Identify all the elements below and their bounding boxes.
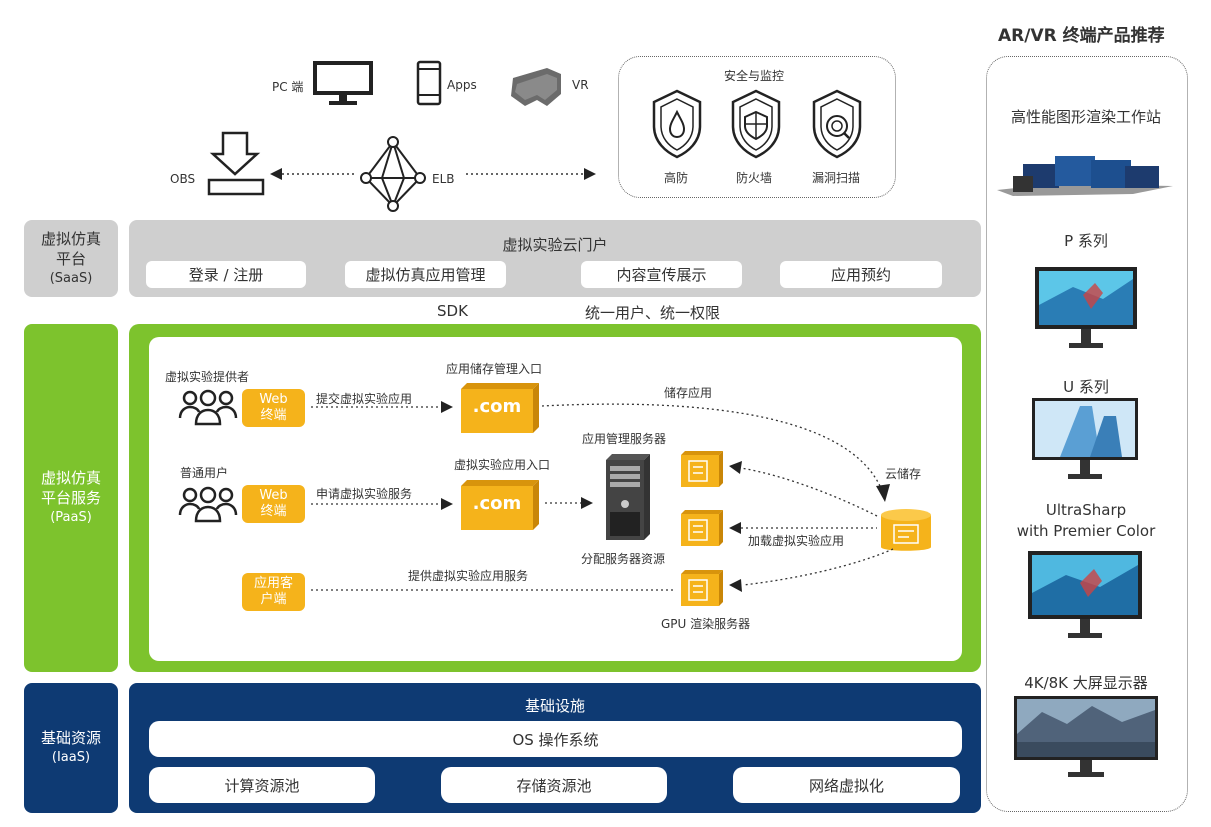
cloud-to-server1-arrow bbox=[729, 461, 878, 517]
product-p-series-label: P 系列 bbox=[1064, 232, 1108, 250]
vr-headset-icon bbox=[511, 68, 561, 106]
security-item-scan: 漏洞扫描 bbox=[812, 171, 861, 185]
paas-side-line2: 平台服务 bbox=[40, 489, 101, 507]
cloud-to-server2-arrow bbox=[729, 522, 877, 534]
product-ultrasharp-label: UltraSharp with Premier Color bbox=[1016, 501, 1156, 540]
store-app-label: 储存应用 bbox=[664, 386, 713, 400]
phone-icon bbox=[416, 60, 442, 106]
monitor-icon bbox=[313, 61, 373, 105]
p-series-monitor-image bbox=[1035, 267, 1137, 348]
security-item-ddos: 高防 bbox=[664, 171, 689, 185]
sdk-label: SDK bbox=[437, 302, 468, 320]
app-entry-arrow bbox=[545, 497, 593, 509]
app-management-button[interactable]: 虚拟仿真应用管理 bbox=[345, 261, 506, 288]
app-client-button[interactable]: 应用客 户端 bbox=[242, 573, 305, 611]
saas-side-line1: 虚拟仿真 bbox=[40, 229, 101, 248]
download-icon bbox=[207, 131, 265, 196]
saas-side-line3: (SaaS) bbox=[49, 270, 93, 286]
provide-service-label: 提供虚拟实验应用服务 bbox=[408, 569, 529, 583]
app-entry-label: 虚拟实验应用入口 bbox=[454, 458, 551, 472]
gpu-server-label: GPU 渲染服务器 bbox=[661, 617, 751, 631]
load-balancer-icon bbox=[360, 136, 426, 212]
obs-arrow bbox=[270, 168, 356, 180]
ultrasharp-monitor-image bbox=[1028, 551, 1142, 638]
product-u-series-label: U 系列 bbox=[1063, 378, 1109, 396]
app-server-label: 应用管理服务器 bbox=[582, 432, 667, 446]
large-display-image bbox=[1014, 696, 1158, 777]
ddos-shield-icon bbox=[652, 89, 702, 159]
web-terminal-2[interactable]: Web 终端 bbox=[242, 485, 305, 523]
security-title: 安全与监控 bbox=[724, 69, 785, 83]
workstation-image bbox=[997, 156, 1173, 196]
load-app-label: 加载虚拟实验应用 bbox=[748, 534, 845, 548]
unified-auth-label: 统一用户、统一权限 bbox=[585, 304, 721, 322]
security-item-firewall: 防火墙 bbox=[736, 171, 773, 185]
store-arrow bbox=[541, 403, 890, 502]
security-panel bbox=[618, 56, 896, 198]
network-virtualization: 网络虚拟化 bbox=[733, 767, 960, 803]
paas-side-line1: 虚拟仿真 bbox=[40, 469, 101, 487]
apps-label: Apps bbox=[447, 78, 477, 92]
iaas-side-label: 基础资源 (IaaS) bbox=[24, 683, 118, 813]
server-tower-icon bbox=[606, 454, 650, 540]
web-terminal-1[interactable]: Web 终端 bbox=[242, 389, 305, 427]
login-register-button[interactable]: 登录 / 注册 bbox=[146, 261, 306, 288]
security-arrow bbox=[466, 168, 596, 180]
paas-side-label: 虚拟仿真 平台服务 (PaaS) bbox=[24, 324, 118, 672]
apply-service-label: 申请虚拟实验服务 bbox=[316, 487, 413, 501]
storage-entry-label: 应用储存管理入口 bbox=[446, 362, 543, 376]
normal-users-icon bbox=[178, 486, 238, 523]
saas-title: 虚拟实验云门户 bbox=[502, 236, 608, 254]
product-workstation-label: 高性能图形渲染工作站 bbox=[1010, 108, 1161, 126]
app-entry-box bbox=[461, 480, 539, 530]
provider-label: 虚拟实验提供者 bbox=[165, 370, 250, 384]
apply-arrow bbox=[311, 498, 453, 510]
submit-arrow bbox=[311, 401, 453, 413]
com-text-2: .com bbox=[472, 493, 522, 514]
iaas-side-line2: (IaaS) bbox=[51, 750, 91, 765]
com-text-1: .com bbox=[472, 396, 522, 417]
os-bar: OS 操作系统 bbox=[149, 721, 962, 757]
obs-label: OBS bbox=[170, 172, 196, 186]
provider-users-icon bbox=[178, 389, 238, 426]
app-booking-button[interactable]: 应用预约 bbox=[780, 261, 942, 288]
provide-line bbox=[311, 589, 673, 591]
u-series-monitor-image bbox=[1032, 398, 1138, 479]
vr-label: VR bbox=[572, 78, 589, 92]
iaas-side-line1: 基础资源 bbox=[40, 729, 101, 747]
gpu-server-icon bbox=[681, 570, 723, 606]
content-showcase-button[interactable]: 内容宣传展示 bbox=[581, 261, 742, 288]
elb-label: ELB bbox=[432, 172, 455, 186]
allocate-label: 分配服务器资源 bbox=[581, 552, 666, 566]
saas-side-line2: 平台 bbox=[55, 249, 86, 268]
saas-side-label: 虚拟仿真 平台 (SaaS) bbox=[24, 220, 118, 297]
cloud-storage-icon bbox=[881, 509, 931, 551]
server-module-icon-2 bbox=[681, 510, 723, 546]
cloud-to-gpu-arrow bbox=[729, 548, 894, 592]
product-4k8k-label: 4K/8K 大屏显示器 bbox=[1024, 674, 1148, 692]
storage-entry-box bbox=[461, 383, 539, 433]
firewall-shield-icon bbox=[731, 89, 781, 159]
scan-shield-icon bbox=[812, 89, 862, 159]
cloud-storage-label: 云储存 bbox=[885, 467, 922, 481]
arvr-panel bbox=[986, 56, 1188, 812]
paas-side-line3: (PaaS) bbox=[50, 510, 92, 525]
compute-pool: 计算资源池 bbox=[149, 767, 375, 803]
iaas-title: 基础设施 bbox=[524, 697, 585, 715]
submit-app-label: 提交虚拟实验应用 bbox=[316, 392, 413, 406]
server-module-icon-1 bbox=[681, 451, 723, 487]
storage-pool: 存储资源池 bbox=[441, 767, 667, 803]
arvr-title: AR/VR 终端产品推荐 bbox=[998, 26, 1165, 46]
pc-label: PC 端 bbox=[272, 80, 304, 94]
normal-user-label: 普通用户 bbox=[180, 466, 229, 480]
